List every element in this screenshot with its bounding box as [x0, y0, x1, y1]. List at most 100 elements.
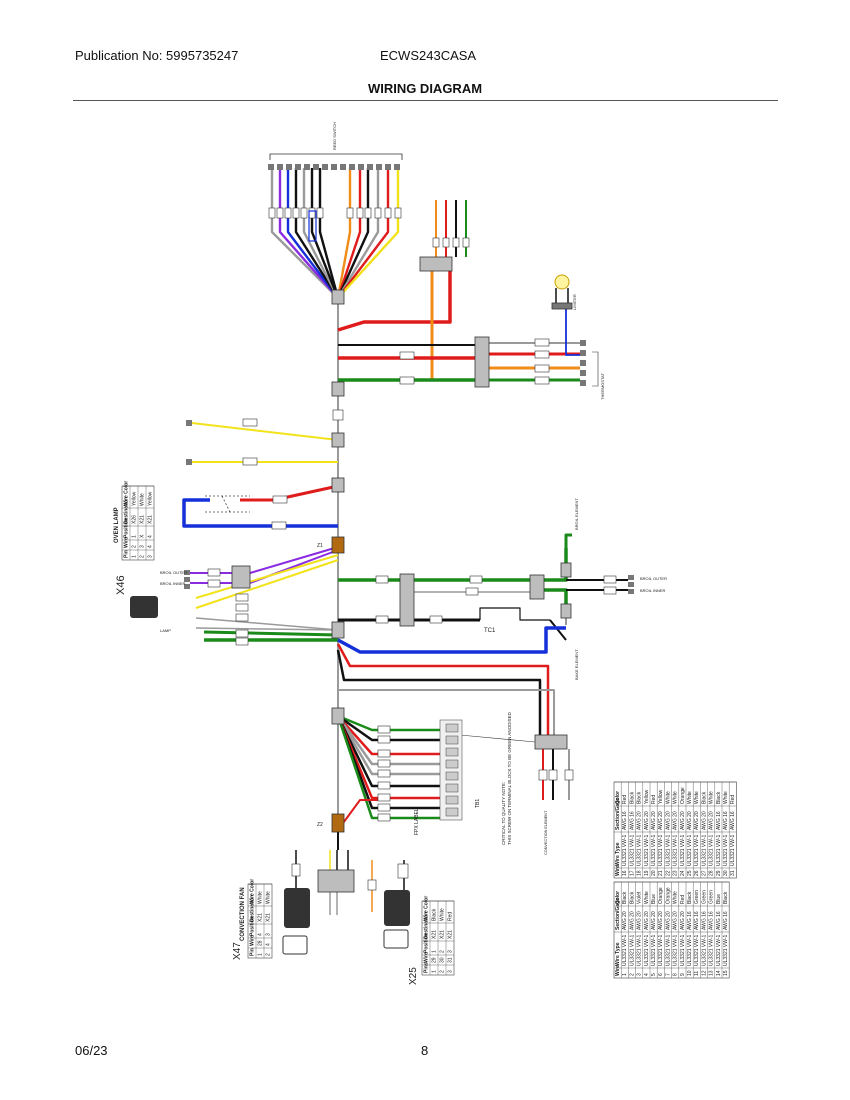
table-cell: UL3321 VW-1 [701, 834, 707, 866]
table-cell: Blue [716, 894, 722, 904]
table-cell: 13 [709, 970, 715, 976]
table-cell: AWG 20 [673, 811, 679, 830]
pin-terminal [580, 340, 586, 346]
z1-label: Z1 [317, 543, 323, 549]
table-cell: 1 [432, 970, 438, 973]
table-cell: AWG 16 [629, 811, 635, 830]
tc1-label: TC1 [484, 628, 496, 634]
pin-terminal [358, 164, 364, 170]
table-cell: 3 [140, 545, 146, 548]
table-cell: AWG 16 [709, 911, 715, 930]
wire-tag [271, 521, 287, 530]
harness-wire-purple [278, 168, 339, 299]
splice-block-x23 [560, 562, 572, 578]
x25-pinout [383, 929, 409, 949]
terminal-wire-gray [336, 715, 440, 766]
table-cell: Blue [651, 894, 657, 904]
table-cell: 24 [680, 870, 686, 876]
wire-tag [332, 409, 344, 421]
model-number: ECWS243CASA [380, 48, 477, 63]
table-header-cell: Wire Type [615, 942, 621, 966]
table-cell: AWG 20 [658, 911, 664, 930]
table-cell: UL3321 VW-1 [637, 934, 643, 966]
wire-tag [235, 593, 249, 602]
table-header-cell: Wire [615, 965, 621, 976]
table-cell: AWG 16 [730, 811, 736, 830]
pin-terminal [394, 164, 400, 170]
wire-number-tag [268, 207, 276, 219]
wire-tag [377, 759, 391, 768]
table-cell: 2 [140, 555, 146, 558]
wire-tag [534, 376, 550, 385]
table-cell: White [673, 791, 679, 804]
wire-tag [603, 575, 617, 584]
table-cell: UL3321 VW-1 [622, 934, 628, 966]
table-cell: AWG 20 [637, 911, 643, 930]
wire-tag [452, 237, 460, 248]
broil-outer-label-left: BROIL OUTER [160, 570, 187, 575]
table-cell: AWG 16 [716, 811, 722, 830]
table-header-cell: Pins [424, 962, 430, 973]
table-cell: Black [687, 891, 693, 904]
table-cell: White [258, 891, 264, 904]
wire-yellow [195, 554, 339, 599]
pin-terminal [277, 164, 283, 170]
table-cell: 29 [432, 957, 438, 963]
table-header-cell: Destination [250, 895, 256, 922]
table-cell: AWG 20 [644, 811, 650, 830]
harness-wire-black [294, 168, 340, 299]
table-cell: Red [680, 895, 686, 904]
conv-wire-black [336, 649, 542, 735]
table-cell: 5 [651, 973, 657, 976]
wire-tag [564, 769, 574, 781]
table-cell: 1 [258, 953, 264, 956]
table-cell: 1 [432, 950, 438, 953]
wire-number-tag [346, 207, 354, 219]
pin-terminal [184, 570, 190, 575]
table-cell: AWG 20 [658, 811, 664, 830]
splice-block-z3 [331, 477, 345, 493]
wire-tag [399, 351, 415, 360]
table-cell: UL3321 VW-1 [680, 834, 686, 866]
pin-terminal [580, 350, 586, 356]
table-cell: UL3321 VW-1 [694, 934, 700, 966]
pin-terminal [286, 164, 292, 170]
x47-label: X47 [232, 942, 243, 960]
table-header-cell: Color [615, 791, 621, 804]
table-cell: AWG 20 [694, 811, 700, 830]
splice-block-z5 [331, 707, 345, 725]
table-cell: 28 [258, 940, 264, 946]
table-cell: Red [651, 795, 657, 804]
table-cell: Green [709, 890, 715, 904]
wire-tag [291, 863, 301, 877]
wire-number-tag [364, 207, 372, 219]
wire-tag [399, 376, 415, 385]
convection-element-label: CONVECTION ELEMENT [544, 810, 548, 855]
wire-tag [429, 615, 443, 624]
table-cell: UL3321 VW-1 [665, 934, 671, 966]
table-cell: X21 [148, 515, 154, 524]
table-header-cell: Pin [250, 948, 256, 956]
terminal-wire-green [336, 715, 440, 820]
z2-label: Z2 [317, 822, 323, 828]
pin-terminal [628, 575, 634, 580]
latch-wire-blue [182, 498, 338, 528]
table-cell: Red [622, 795, 628, 804]
table-cell: 2 [440, 950, 446, 953]
table-cell: UL3321 VW-1 [658, 934, 664, 966]
table-cell: UL3321 VW-1 [716, 834, 722, 866]
reed-switch-label: REED SWITCH [332, 122, 337, 150]
table-cell: Red [730, 795, 736, 804]
harness-wire-red [336, 168, 362, 299]
wire-purple [249, 546, 339, 574]
table-cell: Black [432, 908, 438, 921]
harness-wire-black [310, 168, 340, 299]
wire-tag [462, 237, 470, 248]
table-cell: 3 [266, 933, 272, 936]
limiter-wire-blue [565, 309, 580, 356]
table-cell: Black [637, 791, 643, 804]
table-cell: White [266, 891, 272, 904]
table-cell: X21 [448, 930, 454, 939]
broil-inner-label-left: BROIL INNER [160, 581, 186, 586]
